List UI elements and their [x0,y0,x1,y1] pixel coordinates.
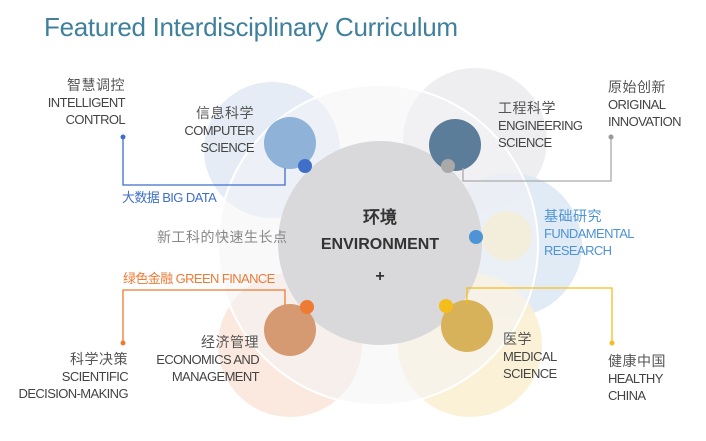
fundamental-dot [469,230,483,244]
discipline-medical: 医学 MEDICAL SCIENCE [503,331,557,381]
economics-dot [300,300,314,314]
outcome-original: 原始创新 ORIGINAL INNOVATION [608,79,682,129]
page-title: Featured Interdisciplinary Curriculum [44,12,458,42]
original-line [462,137,612,182]
environment-circle [278,141,482,345]
green-finance-line [122,289,286,343]
engineering-image [429,119,481,171]
outcome-healthy: 健康中国 HEALTHY CHINA [608,353,666,403]
discipline-engineering: 工程科学 ENGINEERING SCIENCE [498,100,583,150]
medical-dot [439,299,453,313]
economics-image [264,304,316,356]
center-en: ENVIRONMENT [320,236,440,253]
outcome-intelligent: 智慧调控 INTELLIGENT CONTROL [47,77,126,127]
computer-image [264,117,316,169]
tagline: 新工科的快速生长点 [157,229,288,245]
center-plus: + [375,268,385,285]
engineering-dot [441,159,455,173]
big-data-label: 大数据 BIG DATA [122,190,217,205]
center-zh: 环境 [363,208,397,227]
big-data-line [122,137,286,186]
fundamental-image [482,211,532,261]
healthy-line [466,287,613,343]
discipline-fundamental: 基础研究 FUNDAMENTAL RESEARCH [544,208,635,258]
medical-image [441,300,493,352]
discipline-economics: 经济管理 ECONOMICS AND MANAGEMENT [156,334,259,384]
outcome-decision: 科学决策 SCIENTIFIC DECISION-MAKING [18,351,129,401]
discipline-computer: 信息科学 COMPUTER SCIENCE [184,105,254,155]
computer-dot [298,159,312,173]
green-finance-label: 绿色金融 GREEN FINANCE [123,271,275,286]
